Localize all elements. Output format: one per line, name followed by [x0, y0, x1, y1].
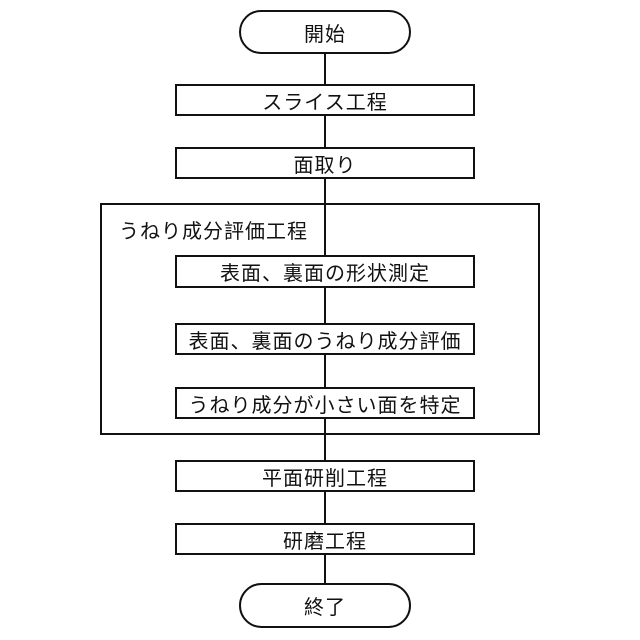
- flowchart-node-slice: スライス工程: [175, 84, 475, 116]
- flowchart-group-waviness-evaluation: うねり成分評価工程: [100, 203, 540, 435]
- flowchart-node-polishing-label: 研磨工程: [283, 530, 367, 553]
- flowchart-node-identify-surface-label: うねり成分が小さい面を特定: [188, 394, 462, 417]
- flowchart-node-start: 開始: [239, 10, 411, 54]
- flowchart-node-chamfer: 面取り: [175, 147, 475, 179]
- flowchart-node-end: 終了: [239, 583, 411, 628]
- flowchart-group-label: うねり成分評価工程: [119, 221, 308, 243]
- connector-start-slice: [324, 54, 326, 84]
- flowchart-node-surface-grinding: 平面研削工程: [175, 460, 475, 492]
- connector-chamfer-measure: [324, 179, 326, 255]
- flowchart-node-waviness-evaluation: 表面、裏面のうねり成分評価: [175, 323, 475, 355]
- flowchart-node-slice-label: スライス工程: [262, 91, 388, 114]
- flowchart-node-end-label: 終了: [304, 597, 346, 619]
- flowchart-node-shape-measurement: 表面、裏面の形状測定: [175, 255, 475, 288]
- flowchart-node-chamfer-label: 面取り: [293, 154, 357, 177]
- flowchart-node-waviness-evaluation-label: 表面、裏面のうねり成分評価: [188, 330, 462, 353]
- connector-measure-waviness: [324, 288, 326, 323]
- connector-slice-chamfer: [324, 116, 326, 147]
- flowchart-node-identify-surface: うねり成分が小さい面を特定: [175, 387, 475, 419]
- flowchart-node-surface-grinding-label: 平面研削工程: [262, 467, 388, 490]
- flowchart-node-shape-measurement-label: 表面、裏面の形状測定: [220, 263, 430, 285]
- flowchart-node-polishing: 研磨工程: [175, 523, 475, 555]
- connector-polishing-end: [324, 555, 326, 583]
- connector-waviness-identify: [324, 355, 326, 387]
- connector-identify-grinding: [324, 419, 326, 460]
- connector-grinding-polishing: [324, 492, 326, 523]
- flowchart-node-start-label: 開始: [304, 23, 346, 46]
